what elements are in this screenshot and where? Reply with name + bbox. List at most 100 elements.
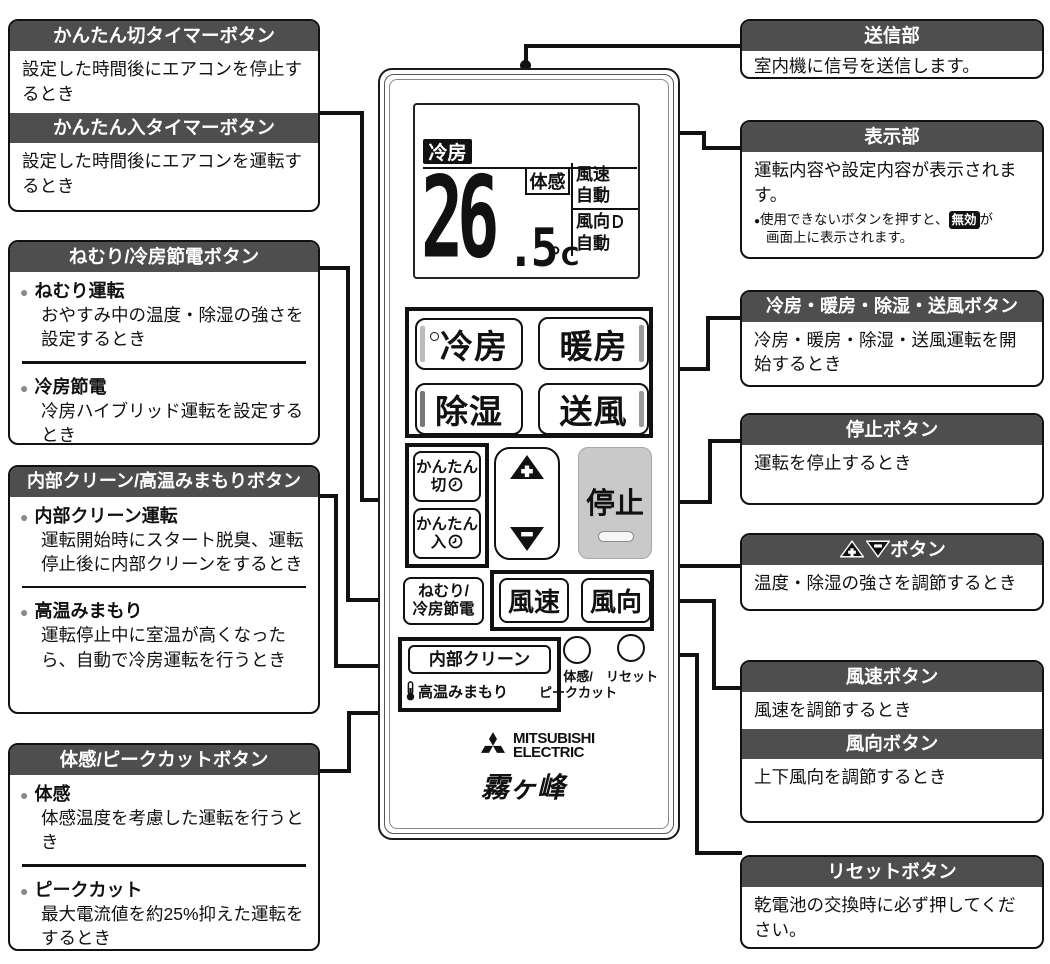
callout-naibu-clean-button: 内部クリーン/高温みまもりボタン ● 内部クリーン運転 運転開始時にスタート脱臭…	[8, 465, 320, 714]
connector-dot	[520, 60, 531, 71]
bullet-item: ● 体感	[20, 784, 71, 805]
mode-buttons-group: 冷房 暖房 除湿 送風	[405, 307, 653, 438]
fan-dir-button[interactable]: 風向	[581, 578, 651, 623]
callout-updown-buttons: ボタン 温度・除湿の強さを調節するとき	[740, 533, 1044, 611]
lcd-taikan-indicator: 体感	[525, 167, 570, 195]
taikan-peakcut-button[interactable]	[563, 636, 591, 664]
connector-line	[706, 318, 710, 371]
taikan-peakcut-label: 体感/ ピークカット	[538, 669, 617, 701]
callout-fan-buttons: 風速ボタン 風速を調節するとき 風向ボタン 上下風向を調節するとき	[740, 660, 1044, 823]
bullet-icon: ●	[20, 787, 29, 804]
lcd-fan-speed-label: 風速	[576, 165, 610, 184]
louver-icon	[613, 215, 623, 228]
connector-line	[526, 44, 742, 48]
reset-button[interactable]	[617, 634, 645, 662]
lcd-mode-badge: 冷房	[423, 139, 472, 164]
mukou-badge: 無効	[948, 210, 980, 229]
dry-button[interactable]: 除湿	[415, 383, 523, 435]
fan-speed-button[interactable]: 風速	[499, 578, 569, 623]
connector-line	[706, 316, 742, 320]
timer-off-button[interactable]: かんたん 切	[413, 451, 481, 502]
callout-mode-buttons: 冷房・暖房・除湿・送風ボタン 冷房・暖房・除湿・送風運転を開始するとき	[740, 290, 1044, 387]
callout-header-fan-dir: 風向ボタン	[742, 729, 1042, 760]
connector-line	[334, 664, 396, 668]
temp-down-button[interactable]	[510, 527, 544, 551]
clock-icon	[448, 534, 463, 548]
fan-button-bar	[639, 391, 644, 427]
naibu-clean-button[interactable]: 内部クリーン	[408, 645, 551, 674]
callout-header-updown: ボタン	[742, 535, 1042, 566]
divider	[22, 585, 306, 589]
connector-line	[695, 851, 742, 855]
fan-buttons-group: 風速 風向	[490, 570, 654, 631]
dry-button-bar	[420, 391, 425, 427]
callout-header-reset: リセットボタン	[742, 857, 1042, 888]
connector-line	[318, 111, 364, 115]
callout-reset-button: リセットボタン 乾電池の交換時に必ず押してください。	[740, 855, 1044, 949]
mitsubishi-logo-icon	[481, 732, 505, 753]
connector-line	[318, 266, 350, 270]
connector-line	[318, 769, 351, 773]
lcd-temperature-int: 26	[421, 151, 499, 284]
connector-line	[695, 653, 699, 855]
divider	[22, 864, 306, 867]
nemuri-button[interactable]: ねむり/ 冷房節電	[403, 577, 484, 625]
connector-line	[712, 599, 716, 690]
connector-line	[708, 441, 712, 504]
triangle-up-plus-icon	[839, 540, 865, 558]
reset-label: リセット	[606, 669, 659, 684]
thermometer-icon	[406, 681, 415, 701]
brand-name: MITSUBISHI ELECTRIC	[513, 730, 595, 762]
callout-taikan-button: 体感/ピークカットボタン ● 体感 体感温度を考慮した運転を行うとき ● ピーク…	[8, 743, 320, 951]
triangle-down-minus-icon	[865, 540, 891, 558]
temp-rocker	[494, 447, 560, 560]
heat-button[interactable]: 暖房	[538, 317, 649, 370]
lcd-divider	[571, 208, 638, 210]
connector-line	[524, 44, 528, 68]
bullet-item: ● 冷房節電	[20, 376, 107, 397]
callout-nemuri-button: ねむり/冷房節電ボタン ● ねむり運転 おやすみ中の温度・除湿の強さを設定すると…	[8, 240, 320, 445]
kouon-mimamori-label: 高温みまもり	[405, 680, 508, 702]
callout-header-fan-speed: 風速ボタン	[742, 662, 1042, 693]
bullet-icon: ●	[20, 284, 29, 301]
callout-timer-buttons: かんたん切タイマーボタン 設定した時間後にエアコンを停止するとき かんたん入タイ…	[8, 19, 320, 212]
callout-header-transmitter: 送信部	[742, 21, 1042, 52]
callout-header-nemuri: ねむり/冷房節電ボタン	[10, 242, 318, 273]
connector-line	[708, 439, 742, 443]
connector-line	[712, 686, 742, 690]
heat-button-bar	[639, 325, 644, 362]
callout-body-timer-on: 設定した時間後にエアコンを運転するとき	[22, 151, 302, 196]
timer-buttons-group: かんたん 切 かんたん 入	[405, 443, 489, 568]
connector-line	[360, 111, 364, 502]
display-note: ●使用できないボタンを押すと、無効が	[742, 208, 1042, 230]
lcd-fan-dir-value: 自動	[576, 234, 610, 253]
callout-header-display: 表示部	[742, 122, 1042, 153]
timer-on-button[interactable]: かんたん 入	[413, 508, 481, 559]
remote-frame	[384, 74, 674, 834]
callout-body-timer-off: 設定した時間後にエアコンを停止するとき	[22, 59, 302, 105]
lcd-display: 冷房 26 .5 ℃ 体感 風速 自動 風向 自動	[413, 103, 640, 279]
cool-button[interactable]: 冷房	[415, 318, 523, 370]
bullet-item: ● ピークカット	[20, 879, 143, 900]
connector-line	[702, 146, 742, 150]
stop-button[interactable]: 停止	[578, 447, 652, 559]
bullet-icon: ●	[20, 508, 29, 525]
connector-line	[648, 599, 716, 603]
callout-stop-button: 停止ボタン 運転を停止するとき	[740, 413, 1044, 505]
remote-frame-inner	[389, 79, 669, 829]
callout-header-mode: 冷房・暖房・除湿・送風ボタン	[742, 292, 1042, 322]
temp-up-button[interactable]	[510, 455, 544, 479]
lcd-temperature-dec: .5	[507, 216, 558, 279]
cool-button-bar	[420, 326, 425, 362]
callout-header-timer-on: かんたん入タイマーボタン	[10, 112, 318, 144]
callout-header-naibu: 内部クリーン/高温みまもりボタン	[10, 467, 318, 497]
callout-transmitter: 送信部 室内機に信号を送信します。	[740, 19, 1044, 79]
connector-line	[347, 711, 351, 773]
connector-line	[318, 494, 338, 498]
connector-line	[334, 494, 338, 668]
divider	[22, 361, 306, 364]
fan-mode-button[interactable]: 送風	[538, 383, 649, 435]
bullet-item: ● 高温みまもり	[20, 601, 143, 622]
bullet-item: ● 内部クリーン運転	[20, 505, 178, 526]
